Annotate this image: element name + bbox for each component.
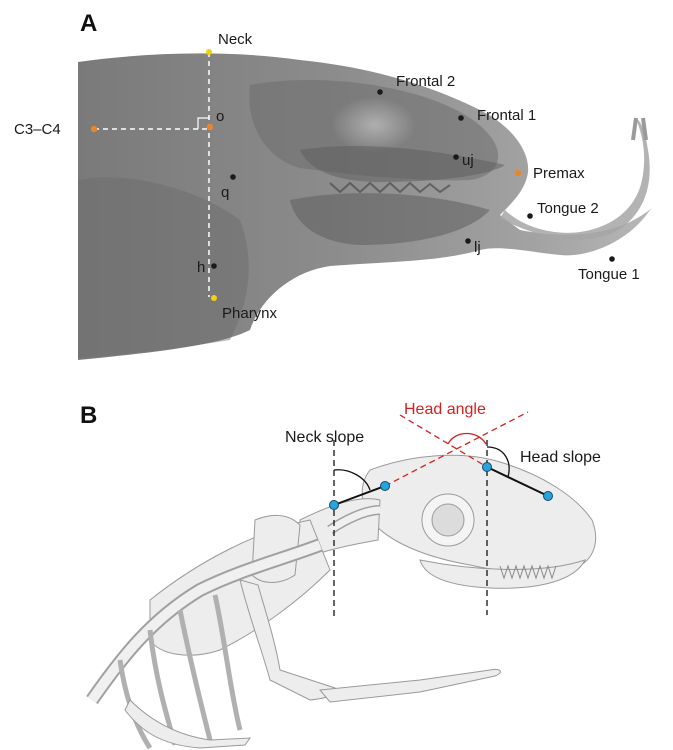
joint-marker [544, 492, 553, 501]
uj-point [453, 154, 459, 160]
frontal1-point [458, 115, 464, 121]
pharynx-point [211, 295, 217, 301]
neck-point [206, 49, 212, 55]
h-point [211, 263, 217, 269]
lj-point [465, 238, 471, 244]
joint-marker [483, 463, 492, 472]
label-tongue2: Tongue 2 [537, 200, 599, 217]
label-frontal1: Frontal 1 [477, 107, 536, 124]
label-premax: Premax [533, 165, 585, 182]
tongue2-point [527, 213, 533, 219]
label-neck-slope: Neck slope [285, 429, 364, 446]
label-tongue1: Tongue 1 [578, 266, 640, 283]
c3c4-point [91, 126, 97, 132]
frontal2-point [377, 89, 383, 95]
label-h: h [197, 259, 205, 276]
joint-marker [381, 482, 390, 491]
joint-marker [330, 501, 339, 510]
label-o: o [216, 108, 224, 125]
label-uj: uj [462, 152, 474, 169]
premax-point [515, 170, 521, 176]
label-c3c4: C3–C4 [14, 121, 61, 138]
tongue1-point [609, 256, 615, 262]
label-head-slope: Head slope [520, 449, 601, 466]
o-point [207, 124, 213, 130]
label-neck: Neck [218, 31, 253, 48]
label-frontal2: Frontal 2 [396, 73, 455, 90]
label-head-angle: Head angle [404, 401, 486, 418]
q-point [230, 174, 236, 180]
label-pharynx: Pharynx [222, 305, 278, 322]
label-q: q [221, 184, 229, 201]
skeleton-render [92, 455, 596, 748]
label-lj: lj [474, 239, 481, 256]
